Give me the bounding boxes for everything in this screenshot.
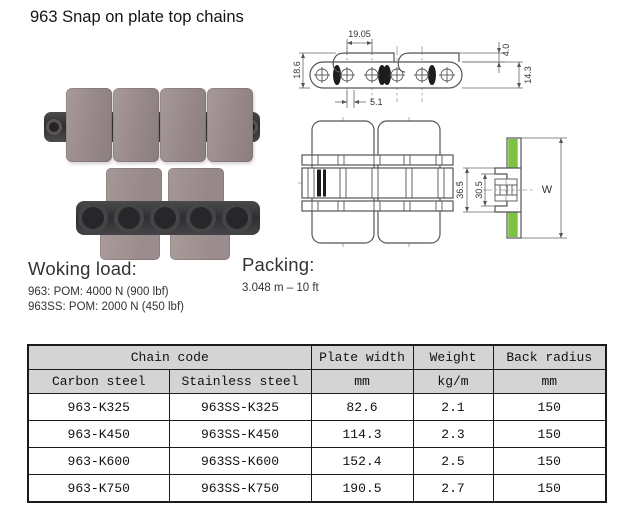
header-chain-code: Chain code	[27, 344, 312, 370]
cell-back-radius: 150	[492, 447, 607, 475]
cell-weight: 2.3	[412, 420, 494, 448]
cell-plate-width: 190.5	[310, 474, 414, 503]
table-row: 963-K450 963SS-K450 114.3 2.3 150	[27, 420, 607, 448]
top-plate	[66, 88, 112, 162]
dim-plate-height: 14.3	[523, 66, 533, 84]
header-row-1: Chain code Plate width Weight Back radiu…	[27, 344, 607, 370]
cell-plate-width: 114.3	[310, 420, 414, 448]
cell-stainless: 963SS-K325	[168, 393, 312, 421]
dim-inner-height: 30.5	[474, 181, 484, 199]
top-plate	[113, 88, 159, 162]
table-row: 963-K325 963SS-K325 82.6 2.1 150	[27, 393, 607, 421]
dim-hook-offset: 5.1	[370, 97, 383, 107]
chain-pin-left	[46, 119, 62, 135]
product-photo-bottom	[76, 168, 260, 260]
cell-stainless: 963SS-K600	[168, 447, 312, 475]
header-plate-width: Plate width	[310, 344, 414, 370]
packing-heading: Packing:	[242, 254, 315, 275]
cell-weight: 2.5	[412, 447, 494, 475]
chain-roller	[186, 203, 216, 233]
cell-carbon: 963-K450	[27, 420, 170, 448]
cell-plate-width: 82.6	[310, 393, 414, 421]
header-weight-unit: kg/m	[412, 369, 494, 394]
header-stainless-steel: Stainless steel	[168, 369, 312, 394]
table-row: 963-K750 963SS-K750 190.5 2.7 150	[27, 474, 607, 503]
top-plate	[160, 88, 206, 162]
product-photo-top	[44, 86, 260, 164]
page-title: 963 Snap on plate top chains	[30, 8, 244, 26]
dim-overall-height: 18.6	[292, 61, 302, 79]
cell-carbon: 963-K325	[27, 393, 170, 421]
packing-line: 3.048 m – 10 ft	[242, 282, 319, 294]
header-back-radius-unit: mm	[492, 369, 607, 394]
spec-table-wrapper: Chain code Plate width Weight Back radiu…	[27, 344, 607, 503]
cell-stainless: 963SS-K750	[168, 474, 312, 503]
dim-tab-height: 4.0	[501, 44, 511, 57]
chain-roller	[78, 203, 108, 233]
cell-weight: 2.1	[412, 393, 494, 421]
chain-pins	[314, 67, 455, 83]
chain-roller	[114, 203, 144, 233]
working-load-line-963: 963: POM: 4000 N (900 lbf)	[28, 286, 169, 298]
cell-back-radius: 150	[492, 393, 607, 421]
plate-green-bottom	[508, 208, 518, 237]
cell-weight: 2.7	[412, 474, 494, 503]
drawing-top-view	[298, 117, 460, 247]
packing-section: Packing: 3.048 m – 10 ft	[242, 254, 422, 297]
plate-green-top	[508, 139, 518, 172]
drawing-cross-section: 36.5 30.5 W	[455, 137, 567, 239]
cell-stainless: 963SS-K450	[168, 420, 312, 448]
top-plate	[207, 88, 253, 162]
spec-table: Chain code Plate width Weight Back radiu…	[27, 344, 607, 503]
dim-pitch: 19.05	[348, 29, 371, 39]
header-row-2: Carbon steel Stainless steel mm kg/m mm	[27, 369, 607, 394]
header-weight: Weight	[412, 344, 494, 370]
working-load-heading: Woking load:	[28, 258, 138, 279]
header-carbon-steel: Carbon steel	[27, 369, 170, 394]
dim-outer-height: 36.5	[455, 181, 465, 199]
table-row: 963-K600 963SS-K600 152.4 2.5 150	[27, 447, 607, 475]
cell-back-radius: 150	[492, 474, 607, 503]
dim-width-label: W	[542, 184, 553, 196]
header-plate-width-unit: mm	[310, 369, 414, 394]
cell-back-radius: 150	[492, 420, 607, 448]
cell-carbon: 963-K750	[27, 474, 170, 503]
chain-roller	[222, 203, 252, 233]
cell-carbon: 963-K600	[27, 447, 170, 475]
header-back-radius: Back radius	[492, 344, 607, 370]
chain-roller	[150, 203, 180, 233]
working-load-section: Woking load: 963: POM: 4000 N (900 lbf) …	[28, 258, 238, 316]
working-load-line-963ss: 963SS: POM: 2000 N (450 lbf)	[28, 301, 184, 313]
drawing-side-view: 19.05 18.6 4.0 14.3 5.1	[292, 29, 533, 108]
cell-plate-width: 152.4	[310, 447, 414, 475]
